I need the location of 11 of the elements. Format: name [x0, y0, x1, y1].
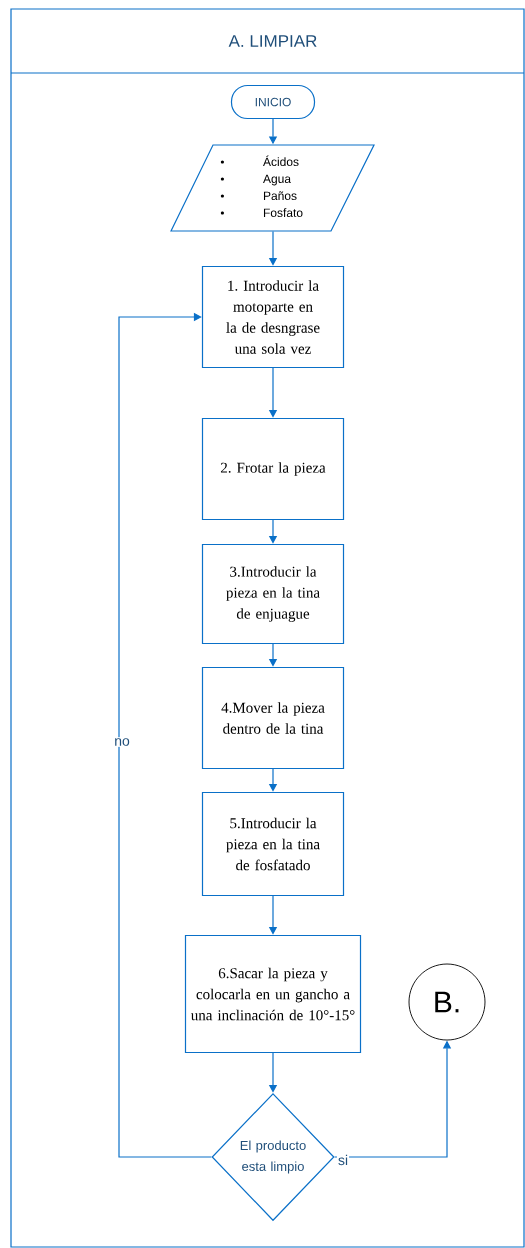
process-box: 5.Introducir la pieza en la tina de fosfatado — [201, 791, 345, 897]
terminator: INICIO — [230, 84, 316, 120]
data-parallelogram: Ácidos Agua Paños Fosfato — [170, 144, 375, 232]
process-box: 4.Mover la pieza dentro de la tina — [201, 666, 345, 770]
arrow — [118, 312, 212, 1158]
process-box: 1. Introducir la motoparte en la de desngrase una sola vez — [201, 265, 345, 369]
edge-label: no — [113, 737, 131, 747]
process-box: 2. Frotar la pieza — [201, 417, 345, 521]
process-box: 3.Introducir la pieza en la tina de enjuague — [201, 543, 345, 645]
process-box: 6.Sacar la pieza y colocarla en un gancho a una inclinación de 10°-15° — [184, 934, 362, 1054]
edge-label: si — [336, 1153, 350, 1167]
